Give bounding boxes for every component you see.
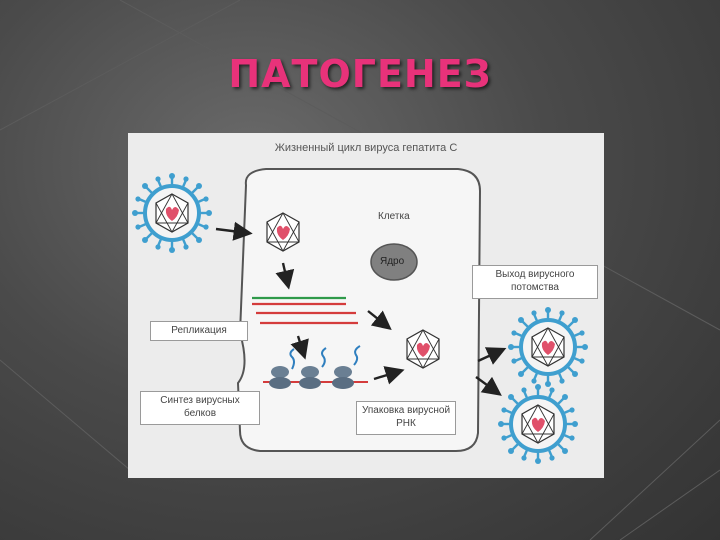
slide-title: ПАТОГЕНЕЗ	[228, 52, 492, 96]
packaging-label: Упаковка вирусной РНК	[356, 401, 456, 435]
arrow-icon	[215, 221, 507, 396]
nucleus-label: Ядро	[380, 256, 405, 267]
virus-icon	[132, 173, 212, 253]
virus-icon	[266, 212, 300, 252]
hcv-lifecycle-diagram: Жизненный цикл вируса гепатита С Клетка …	[128, 133, 604, 478]
replication-label: Репликация	[150, 321, 248, 341]
rna-strands	[252, 296, 358, 325]
virus-icon	[508, 307, 588, 387]
figure-title: Жизненный цикл вируса гепатита С	[274, 142, 458, 154]
virus-icon	[498, 384, 578, 464]
exit-label: Выход вирусного потомства	[472, 265, 598, 299]
nucleus-icon	[370, 243, 418, 281]
diagram-graphics	[128, 168, 604, 478]
cell-label: Клетка	[378, 211, 410, 222]
synthesis-label: Синтез вирусных белков	[140, 391, 260, 425]
virus-icon	[406, 329, 440, 369]
